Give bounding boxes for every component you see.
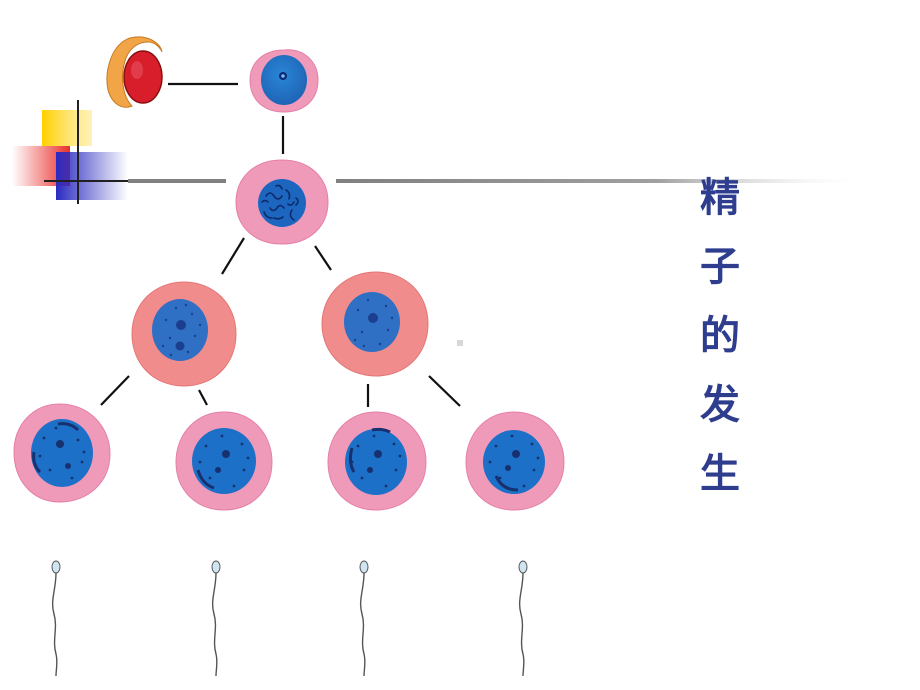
- connector-primary-left: [221, 237, 245, 275]
- connector-secondary-a-right: [198, 389, 208, 406]
- slide-title: 精 子 的 发 生: [688, 164, 752, 509]
- divider-rule-left: [128, 179, 226, 183]
- spermatid-cell-3: [327, 411, 427, 511]
- title-char-3: 的: [700, 313, 740, 359]
- primary-spermatocyte-cell: [235, 159, 329, 245]
- spermatid-cell-1: [13, 403, 111, 503]
- secondary-spermatocyte-cell-left: [131, 281, 237, 387]
- connector-lines: [100, 82, 461, 407]
- testis-icon: [106, 36, 163, 108]
- sperm-icon: [518, 560, 528, 677]
- title-char-2: 子: [700, 244, 740, 290]
- spermatid-cell-4: [465, 411, 565, 511]
- secondary-spermatocyte-cell-right: [321, 271, 429, 377]
- sperm-icon: [211, 560, 221, 677]
- connector-primary-right: [314, 245, 332, 271]
- spermatid-cell-2: [175, 411, 273, 511]
- deco-blue-square: [56, 152, 128, 200]
- corner-decoration: [12, 100, 128, 204]
- divider-rule-right: [336, 179, 872, 183]
- title-char-5: 生: [700, 451, 740, 497]
- title-char-1: 精: [700, 175, 740, 221]
- connector-secondary-a-left: [100, 375, 130, 406]
- sperm-icon: [51, 560, 61, 677]
- stray-mark: [457, 340, 463, 346]
- spermatogonium-cell: [249, 49, 319, 113]
- title-char-4: 发: [700, 382, 740, 428]
- sperm-icon: [359, 560, 369, 677]
- connector-secondary-b-right: [428, 375, 461, 407]
- deco-yellow-square: [42, 110, 92, 146]
